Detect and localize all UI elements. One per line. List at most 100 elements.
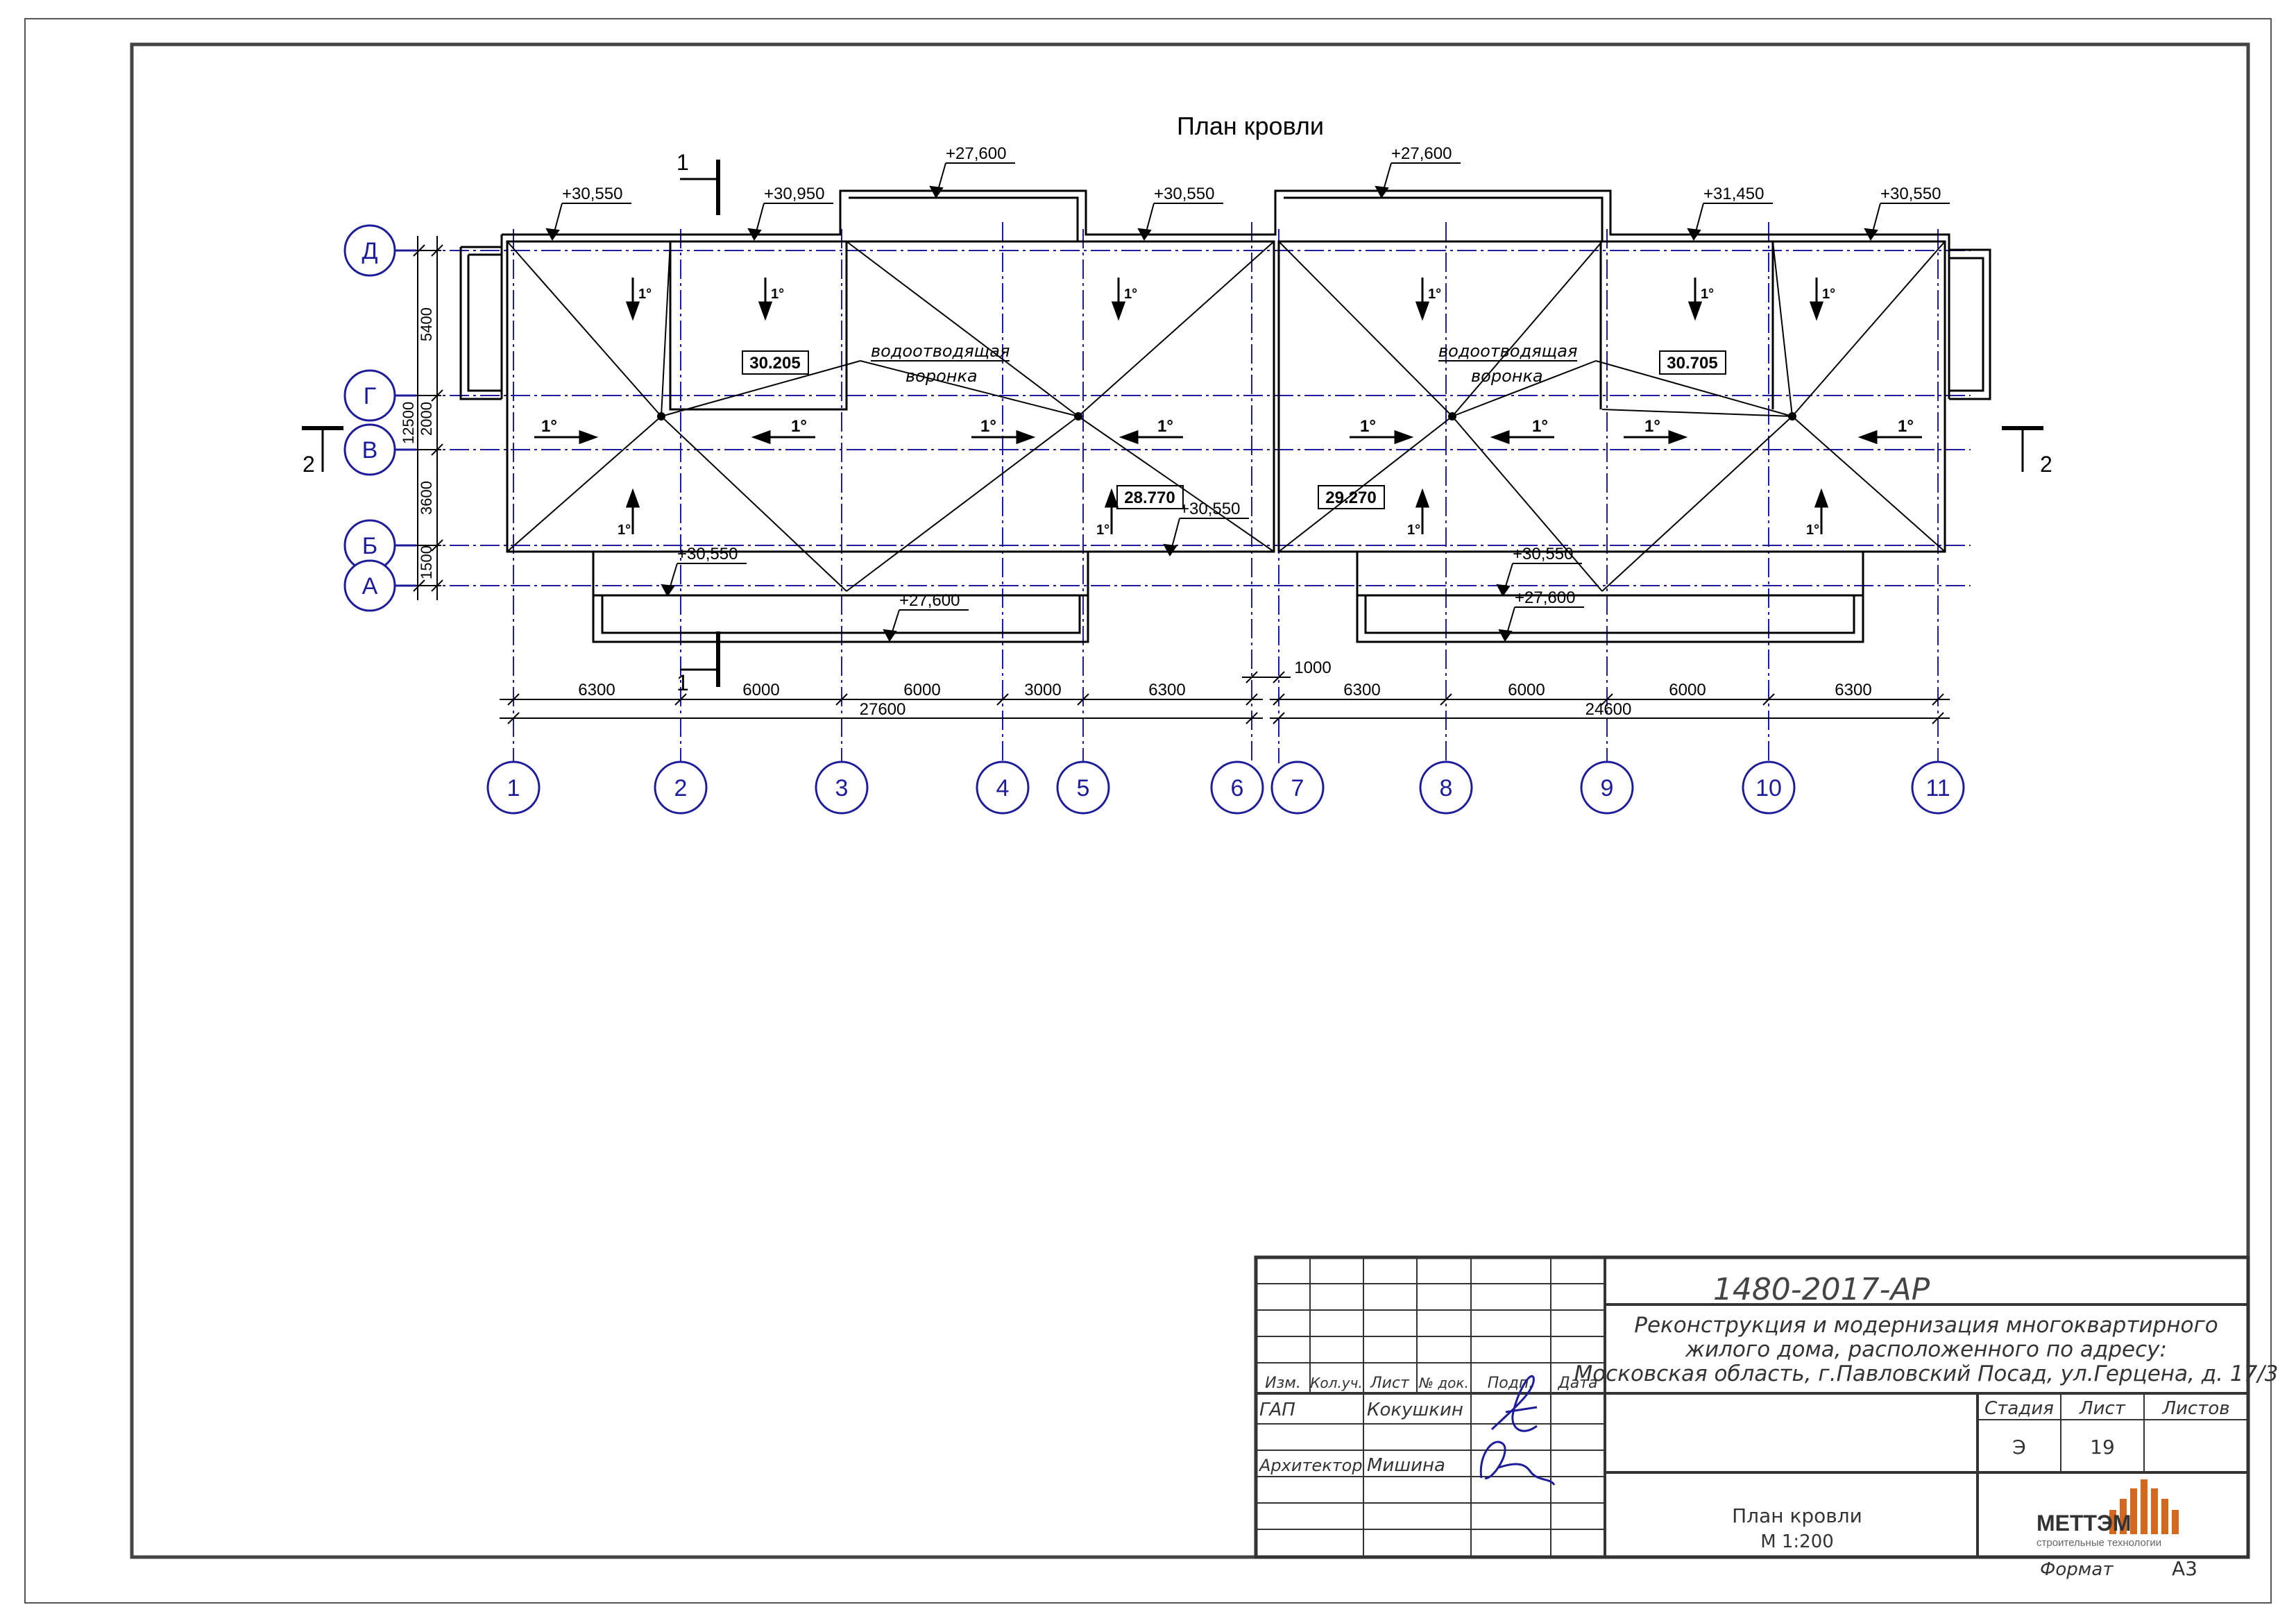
svg-text:1°: 1°: [1701, 287, 1714, 302]
section-1-top: 1: [677, 150, 720, 215]
slope-h-6: 1°: [1490, 417, 1554, 445]
total-dim-left: 27600: [860, 700, 906, 719]
row-bubble-a: А: [343, 559, 416, 612]
sheet-scale: М 1:200: [1760, 1531, 1834, 1552]
level-marks: 30.205 30.705 28.770 29.270: [742, 350, 1726, 509]
svg-text:1°: 1°: [1532, 417, 1548, 436]
svg-text:1°: 1°: [541, 417, 557, 436]
svg-text:1°: 1°: [1644, 417, 1660, 436]
row-dim-4: 1500: [418, 545, 435, 579]
row-bubble-d: Д: [343, 224, 416, 277]
svg-text:1°: 1°: [1806, 522, 1819, 538]
col-bubble-11: 11: [1911, 760, 1965, 815]
svg-text:1°: 1°: [1822, 287, 1835, 302]
slope-v-9: 1°: [1407, 488, 1430, 538]
elevation-marks: +30,550 +30,950 +27,600 +30,550 +27,600 …: [545, 144, 1950, 642]
svg-text:8: 8: [1440, 775, 1453, 801]
col-dimensions: 6300 6000 6000 3000 6300 6300 6000 6000 …: [500, 658, 1950, 724]
elevation-3: +27,600: [929, 144, 1015, 198]
svg-text:1°: 1°: [1898, 417, 1914, 436]
svg-text:1: 1: [677, 670, 689, 695]
svg-text:4: 4: [996, 775, 1010, 801]
hdr-doc: № док.: [1418, 1375, 1469, 1391]
title-block-text: 1480-2017-АР Реконструкция и модернизаци…: [1258, 1272, 2279, 1580]
svg-text:10: 10: [1755, 775, 1782, 801]
slope-v-3: 1°: [1111, 278, 1137, 321]
svg-text:+30,550: +30,550: [1180, 500, 1240, 518]
logo: МЕТТЭМ строительные технологии: [2036, 1479, 2179, 1549]
elevation-8: +30,550: [661, 545, 747, 597]
col-dim-l1: 6300: [578, 681, 615, 699]
logo-bars: [2109, 1479, 2179, 1534]
slope-h-3: 1°: [971, 417, 1036, 445]
row-dim-total: 12500: [400, 402, 417, 444]
slope-v-2: 1°: [758, 278, 784, 321]
svg-text:1°: 1°: [1124, 287, 1137, 302]
name-gap: Кокушкин: [1367, 1400, 1463, 1420]
svg-text:1°: 1°: [1428, 287, 1441, 302]
funnel-label-1a: водоотводящая: [871, 341, 1010, 361]
title-block: [1254, 1255, 2250, 1559]
svg-text:9: 9: [1601, 775, 1614, 801]
svg-text:+30,550: +30,550: [677, 545, 738, 563]
row-bubbles: Д Г В Б А: [343, 224, 416, 612]
sheet-header: Лист: [2079, 1398, 2126, 1419]
row-dim-1: 5400: [418, 307, 435, 341]
logo-subtitle: строительные технологии: [2036, 1537, 2161, 1549]
slope-h-5: 1°: [1350, 417, 1414, 445]
slope-v-8: 1°: [1096, 488, 1119, 538]
svg-text:11: 11: [1925, 775, 1950, 801]
col-bubble-3: 3: [815, 760, 869, 815]
slope-h-2: 1°: [751, 417, 815, 445]
outer-frame: [24, 18, 2272, 1604]
mark-28770: 28.770: [1124, 488, 1175, 507]
project-line-2: жилого дома, расположенного по адресу:: [1685, 1337, 2167, 1362]
svg-text:6: 6: [1231, 775, 1244, 801]
svg-text:1°: 1°: [1096, 522, 1109, 538]
svg-text:3: 3: [835, 775, 849, 801]
svg-text:1°: 1°: [791, 417, 807, 436]
svg-text:1°: 1°: [618, 522, 631, 538]
col-bubble-2: 2: [654, 760, 708, 815]
col-bubble-8: 8: [1419, 760, 1473, 815]
slope-v-6: 1°: [1809, 278, 1835, 321]
svg-text:+27,600: +27,600: [946, 144, 1006, 163]
section-2-left: 2: [302, 426, 343, 477]
role-arch: Архитектор: [1258, 1456, 1363, 1475]
format-label: Формат: [2040, 1559, 2114, 1580]
sheet-title: План кровли: [1732, 1504, 1862, 1527]
project-code: 1480-2017-АР: [1713, 1272, 1930, 1307]
col-bubble-5: 5: [1056, 760, 1110, 815]
slope-v-4: 1°: [1415, 278, 1441, 321]
svg-text:1°: 1°: [771, 287, 784, 302]
col-bubble-10: 10: [1742, 760, 1796, 815]
hdr-list: Лист: [1370, 1375, 1410, 1392]
col-dim-r2: 6000: [1508, 681, 1545, 699]
funnel-4: [1788, 412, 1796, 420]
row-dimensions: 5400 2000 3600 1500 12500: [400, 236, 443, 600]
col-bubble-7: 7: [1270, 760, 1325, 815]
col-dim-l4: 3000: [1024, 681, 1061, 699]
slope-v-5: 1°: [1687, 278, 1714, 321]
svg-text:1: 1: [507, 775, 520, 801]
col-dim-r3: 6000: [1669, 681, 1706, 699]
svg-text:1°: 1°: [1157, 417, 1173, 436]
svg-text:Д: Д: [362, 238, 377, 264]
mark-30705: 30.705: [1667, 354, 1717, 373]
svg-text:Б: Б: [362, 533, 377, 559]
slope-arrows: 1° 1° 1° 1° 1° 1° 1° 1° 1° 1° 1° 1° 1° 1…: [534, 278, 1922, 538]
svg-text:1°: 1°: [1407, 522, 1420, 538]
funnel-label-1b: воронка: [905, 366, 978, 386]
row-bubble-v: В: [343, 423, 416, 476]
dim-ticks: [507, 671, 1944, 724]
role-gap: ГАП: [1259, 1400, 1295, 1420]
signature-arch: [1479, 1441, 1556, 1486]
svg-text:А: А: [362, 573, 378, 600]
col-dim-l3: 6000: [903, 681, 940, 699]
stage-value: Э: [2012, 1436, 2026, 1459]
row-dim-2: 2000: [418, 402, 435, 436]
slope-h-8: 1°: [1857, 417, 1922, 445]
format-value: А3: [2172, 1557, 2197, 1580]
section-1-bottom: 1: [677, 631, 720, 695]
svg-text:В: В: [362, 437, 378, 464]
